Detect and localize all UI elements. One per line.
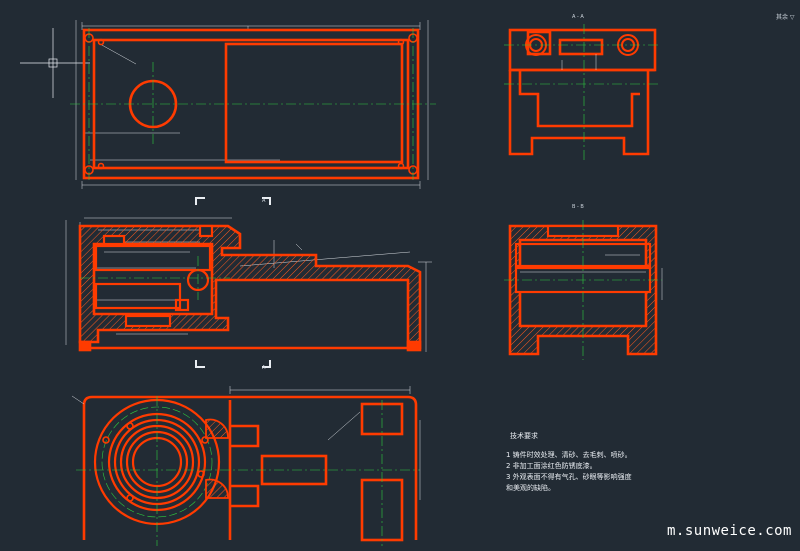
section-cut-markers <box>195 197 271 368</box>
section-aa-dimensions <box>561 54 597 70</box>
cut-a-bottom-label: A <box>262 365 266 371</box>
top-view-centerlines <box>70 28 436 180</box>
tech-requirement-item: 2 非加工面涂红色防锈底漆。 <box>506 462 597 470</box>
section-aa-centerlines <box>504 24 660 160</box>
tech-requirements-title: 技术要求 <box>510 432 538 440</box>
bottom-view-centerlines <box>76 396 420 546</box>
cut-a-top-label: A <box>262 198 266 204</box>
section-bb-dimensions <box>520 254 663 300</box>
section-bb-view <box>504 220 663 360</box>
watermark: m.sunweice.com <box>666 523 792 539</box>
tech-requirement-item: 3 外观表面不得有气孔、砂眼等影响强度 <box>506 473 632 481</box>
crosshair-cursor <box>20 28 90 98</box>
section-aa-label: A - A <box>572 14 584 20</box>
front-section-view <box>65 197 432 368</box>
bottom-view <box>71 386 421 546</box>
front-view-body <box>78 224 422 350</box>
front-view-centerlines <box>80 256 230 300</box>
bottom-view-dimensions <box>71 386 421 500</box>
top-view-dimensions <box>75 20 429 189</box>
bottom-view-bolt-circle <box>101 406 213 518</box>
surface-finish-note: 其余 ▽ <box>776 14 795 21</box>
front-view-base <box>78 340 422 352</box>
tech-requirement-item: 和美观的缺陷。 <box>506 484 555 492</box>
section-aa-view <box>504 24 660 160</box>
section-bb-centerlines <box>504 220 662 360</box>
bottom-view-ribs <box>205 418 229 499</box>
tech-requirement-item: 1 铸件时效处理、清砂、去毛刺、喷砂。 <box>506 451 632 459</box>
top-view <box>70 20 436 189</box>
section-bb-label: B - B <box>572 204 584 210</box>
